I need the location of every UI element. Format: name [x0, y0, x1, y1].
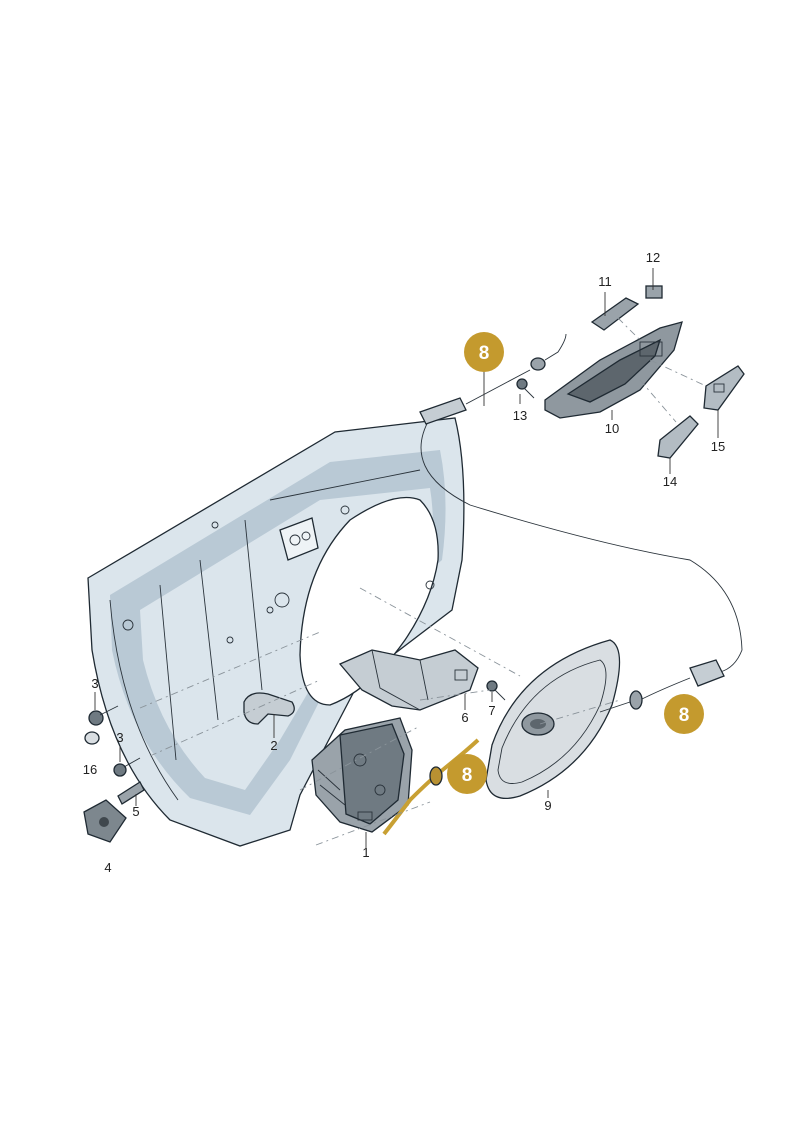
- part-2-door-clip: [243, 692, 295, 725]
- label-4: 4: [104, 860, 111, 875]
- part-15-handle-bezel: [703, 365, 745, 411]
- part-10-interior-handle: [544, 321, 683, 419]
- callout-badge-8-right: 8: [664, 694, 704, 734]
- label-15: 15: [711, 439, 725, 454]
- part-8-upper-cable-end: [419, 333, 567, 425]
- label-7: 7: [488, 703, 495, 718]
- part-7-screw: [486, 680, 506, 701]
- label-3-lower: 3: [116, 730, 123, 745]
- label-6: 6: [461, 710, 468, 725]
- label-14: 14: [663, 474, 677, 489]
- leader-lines: [94, 268, 719, 848]
- alignment-lines: [139, 317, 707, 846]
- part-number-labels: 1 2 3 3 16 5 4 6 7 9 10 11 12 13 14 15: [83, 250, 725, 875]
- callout-badge-8-top: 8: [464, 332, 504, 372]
- part-9-handle-bracket: [485, 639, 621, 800]
- label-12: 12: [646, 250, 660, 265]
- part-12-clip: [645, 285, 663, 299]
- part-3-screw-upper: [88, 705, 119, 726]
- svg-text:8: 8: [462, 765, 473, 786]
- label-16: 16: [83, 762, 97, 777]
- part-8-bowden-cable: [420, 417, 743, 713]
- label-13: 13: [513, 408, 527, 423]
- part-3-screw-lower: [113, 757, 141, 777]
- door-inner-panel: [87, 417, 465, 847]
- part-5-bolt: [117, 781, 145, 805]
- label-10: 10: [605, 421, 619, 436]
- label-11: 11: [598, 274, 612, 289]
- part-14-cover-cap: [657, 415, 699, 459]
- label-5: 5: [132, 804, 139, 819]
- svg-text:8: 8: [679, 705, 690, 726]
- part-4-striker-plate: [83, 799, 127, 843]
- callout-badge-8-middle: 8: [447, 754, 487, 794]
- part-1-door-lock-unit: [311, 717, 413, 833]
- label-3-upper: 3: [91, 676, 98, 691]
- part-11-rod: [590, 297, 640, 331]
- label-9: 9: [544, 798, 551, 813]
- svg-text:8: 8: [479, 343, 490, 364]
- label-1: 1: [362, 845, 369, 860]
- part-8-highlighted-rod: [382, 738, 480, 836]
- label-2: 2: [270, 738, 277, 753]
- part-16-spacer: [84, 731, 100, 745]
- part-6-lock-cover: [338, 649, 479, 711]
- part-13-screw: [516, 378, 535, 399]
